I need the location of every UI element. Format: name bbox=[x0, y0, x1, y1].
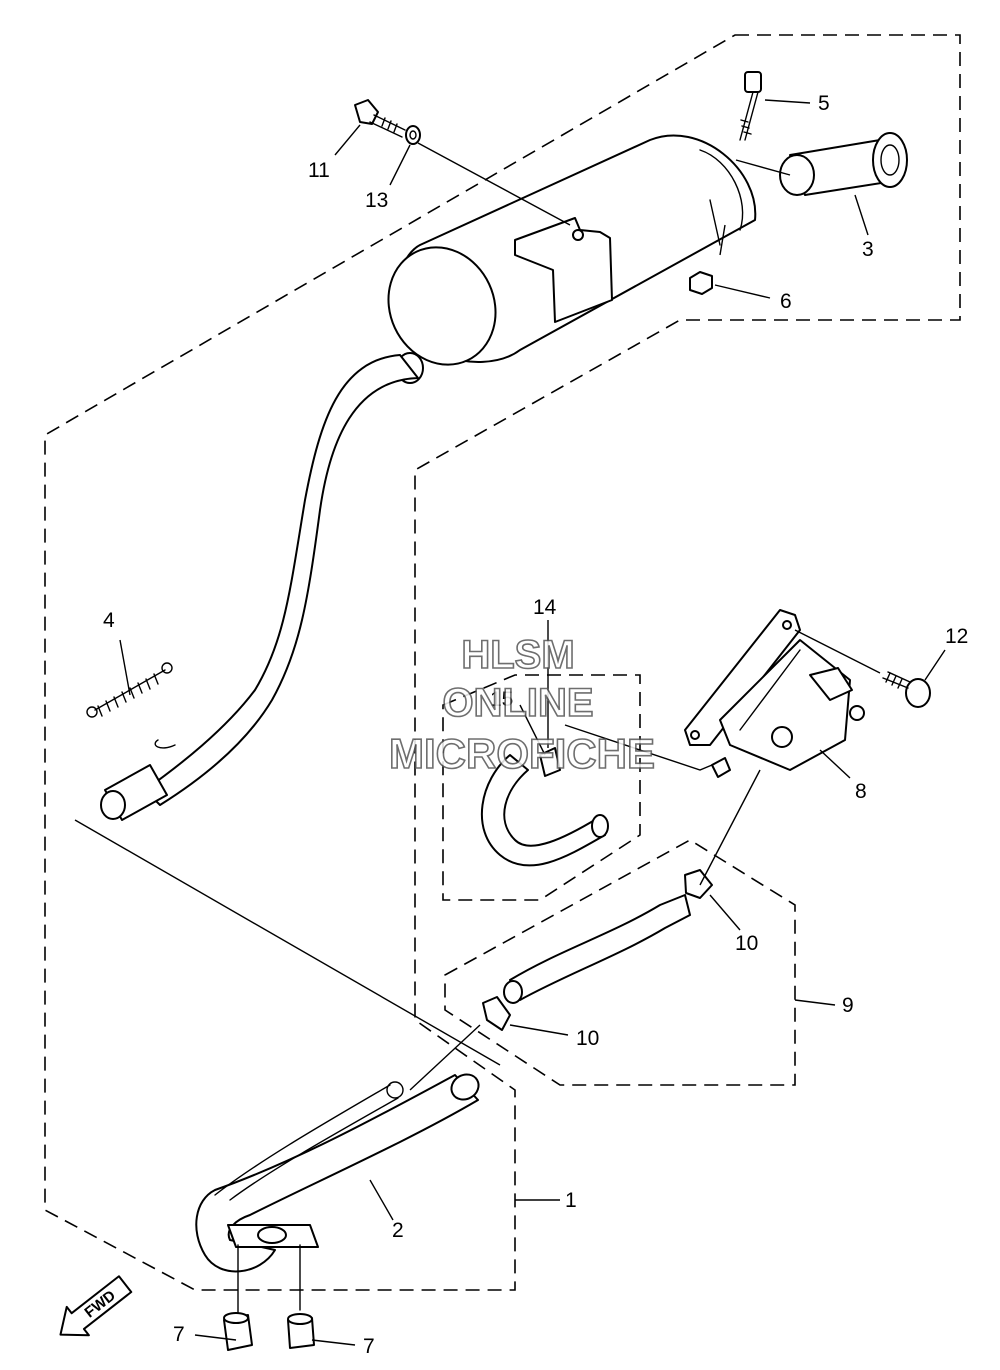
assembly-boundaries bbox=[44, 34, 961, 1291]
callout-10-lower: 10 bbox=[576, 1027, 599, 1050]
watermark-line-1: HLSM bbox=[461, 633, 574, 677]
clamp-10-upper bbox=[684, 869, 713, 899]
callout-leaders bbox=[119, 99, 946, 1346]
bolt-11 bbox=[354, 99, 406, 138]
watermark-line-3: MICROFICHE bbox=[389, 730, 655, 777]
fwd-direction-arrow: FWD bbox=[59, 1275, 133, 1337]
muffler bbox=[387, 134, 757, 384]
hose-assembly-boundary bbox=[444, 839, 796, 1086]
spring bbox=[86, 662, 173, 718]
callout-15: 15 bbox=[490, 688, 513, 711]
watermark: HLSM ONLINE MICROFICHE bbox=[388, 632, 656, 778]
callout-8: 8 bbox=[855, 780, 867, 803]
connector-lines bbox=[74, 142, 881, 1091]
washer-13 bbox=[405, 125, 421, 145]
callout-2: 2 bbox=[392, 1219, 404, 1242]
callout-5: 5 bbox=[818, 92, 830, 115]
screw-12 bbox=[882, 671, 931, 708]
exhaust-pipe bbox=[100, 354, 419, 821]
arrow-left-down-icon bbox=[59, 1275, 133, 1337]
callout-12: 12 bbox=[945, 625, 968, 648]
exhaust-assembly-boundary bbox=[44, 34, 961, 1291]
nut-7-right bbox=[287, 1313, 315, 1349]
nut-7-left bbox=[223, 1312, 253, 1351]
hose-9 bbox=[503, 894, 691, 1004]
callout-7-right: 7 bbox=[363, 1335, 375, 1358]
breather-hose-boundary bbox=[442, 674, 641, 901]
callout-11: 11 bbox=[308, 159, 330, 182]
callout-10-upper: 10 bbox=[735, 932, 758, 955]
callout-4: 4 bbox=[103, 609, 115, 632]
valve-unit bbox=[684, 609, 865, 778]
nut-6 bbox=[689, 271, 713, 295]
callout-6: 6 bbox=[780, 290, 792, 313]
callout-13: 13 bbox=[365, 189, 388, 212]
watermark-line-2: ONLINE bbox=[442, 681, 593, 725]
exhaust-header-pipe bbox=[195, 1073, 480, 1316]
callout-3: 3 bbox=[862, 238, 874, 261]
callout-1: 1 bbox=[565, 1189, 577, 1212]
callout-labels: 1 2 3 4 5 6 7 7 8 9 10 10 11 12 13 14 15 bbox=[103, 92, 968, 1358]
tail-pipe bbox=[779, 132, 908, 196]
callout-9: 9 bbox=[842, 994, 854, 1017]
clamp-10-lower bbox=[482, 996, 511, 1031]
bolt-5 bbox=[739, 71, 762, 141]
callout-14: 14 bbox=[533, 596, 557, 619]
callout-7-left: 7 bbox=[173, 1323, 185, 1346]
